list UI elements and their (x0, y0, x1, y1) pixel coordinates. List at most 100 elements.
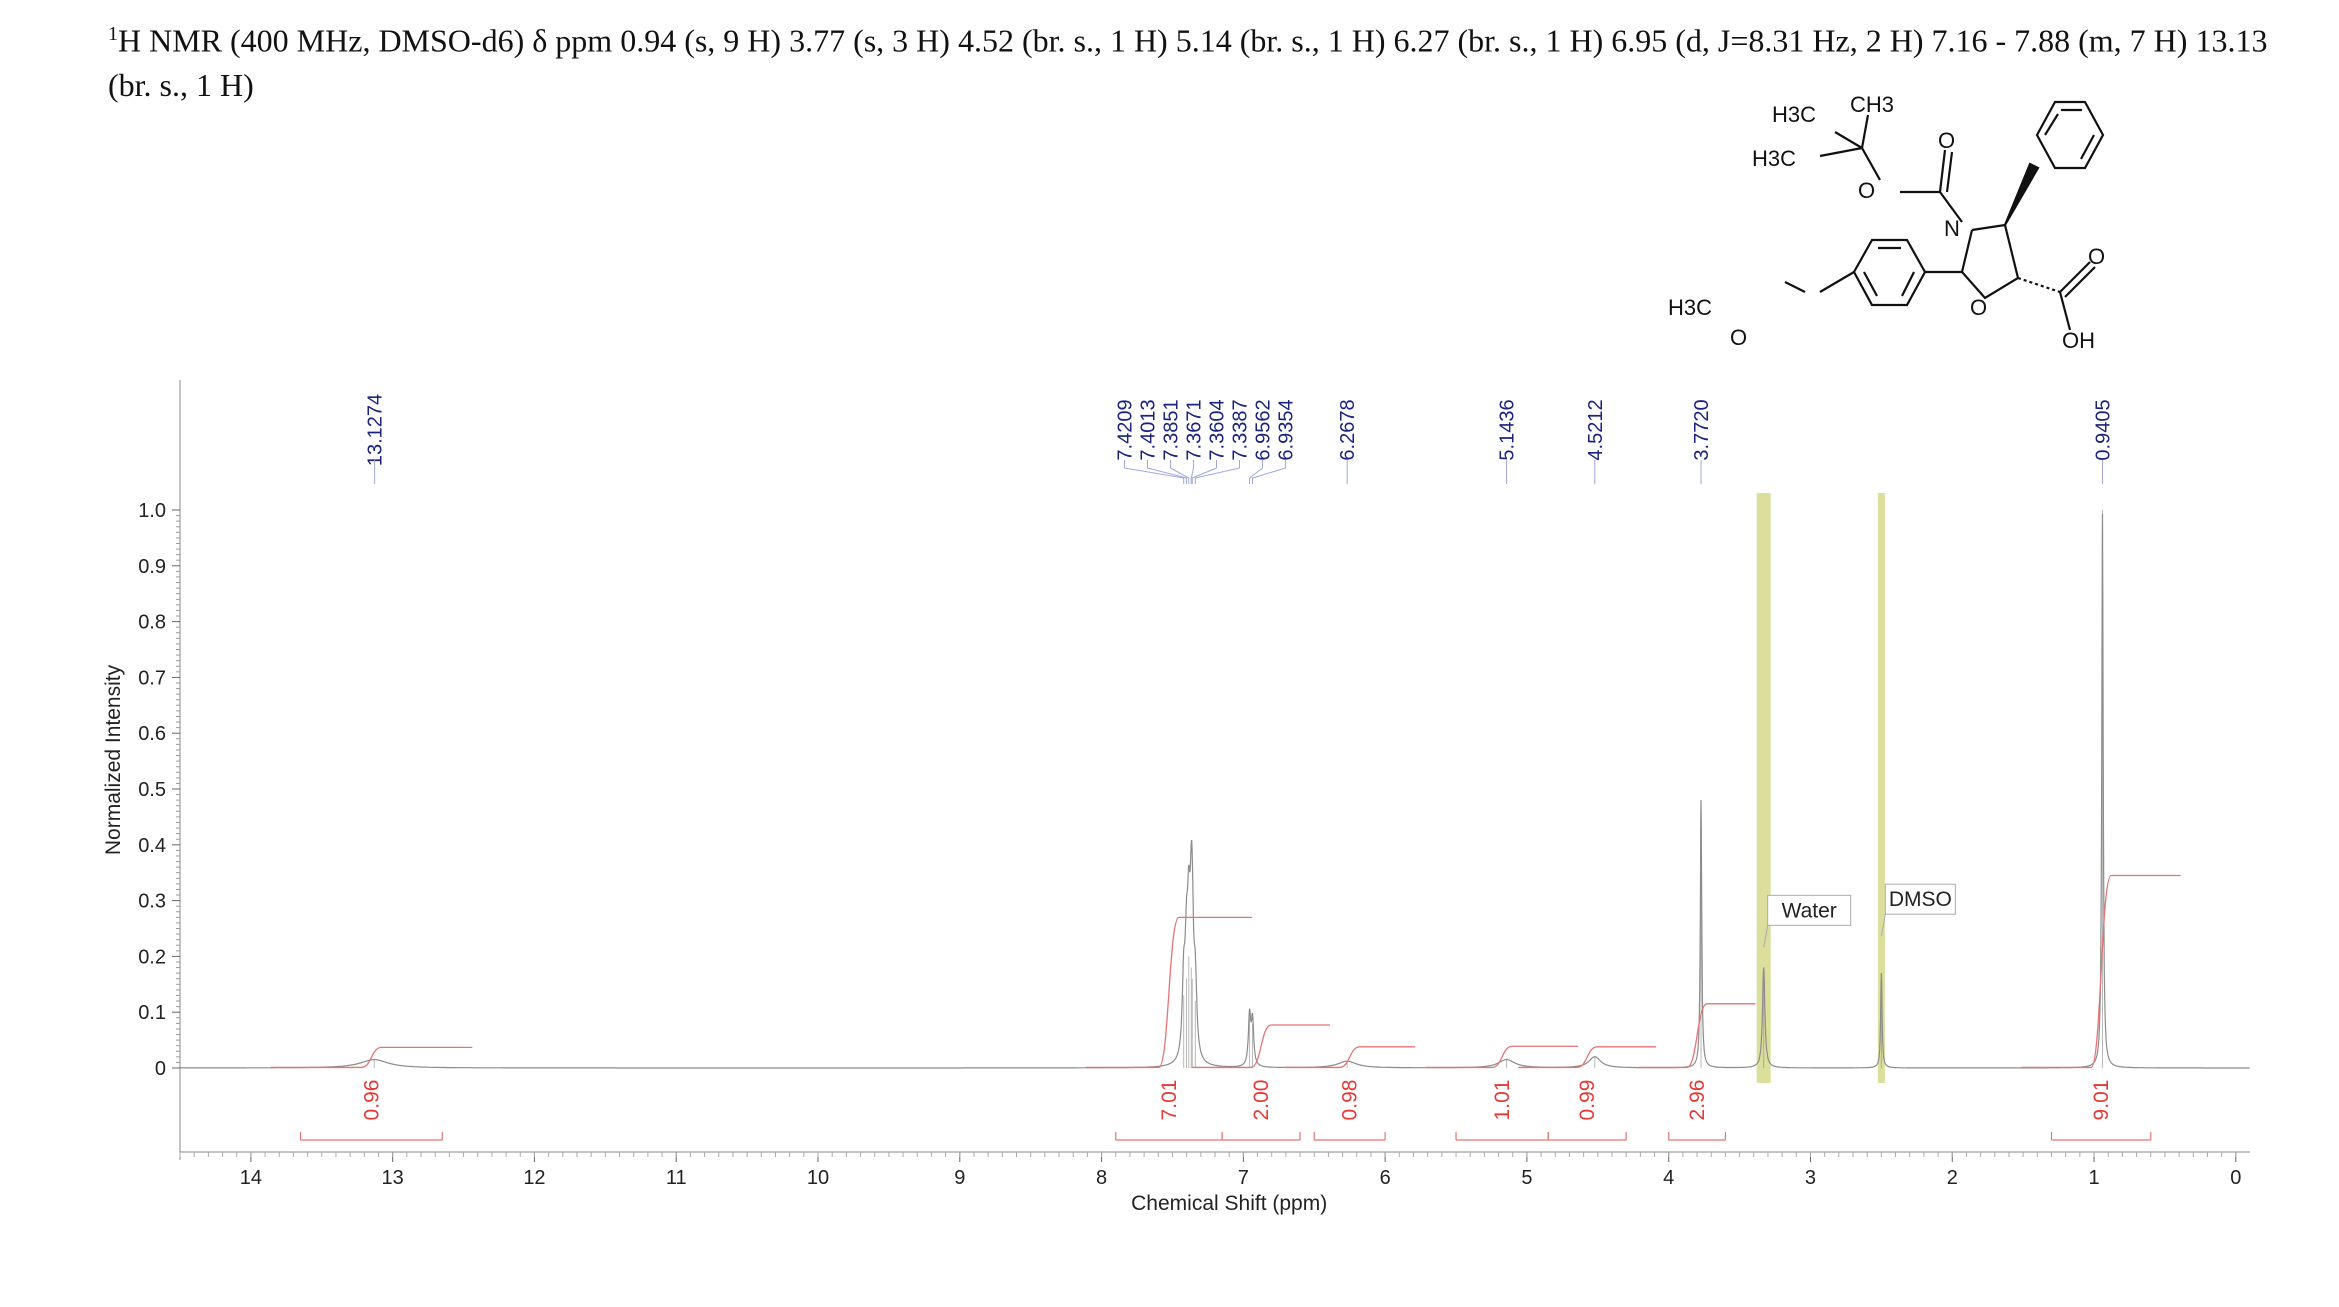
methyl-c-label: H3C (1752, 146, 1796, 171)
solvent-annotation-leader-1 (1880, 914, 1886, 937)
methyl-b-label: CH3 (1850, 92, 1894, 117)
peak-leader-3 (1169, 460, 1190, 484)
integral-curve-4 (1426, 1045, 1579, 1069)
peak-shift-label-3: 7.3851 (1160, 399, 1182, 460)
x-tick-label: 0 (2230, 1167, 2241, 1189)
integral-value-7: 9.01 (2090, 1080, 2113, 1121)
peak-shift-label-10: 5.1436 (1497, 399, 1519, 460)
y-tick-label: 0.3 (138, 891, 166, 913)
solvent-annotation-label-0: Water (1782, 899, 1837, 922)
phenyl-ring (2035, 100, 2105, 170)
x-tick-label: 1 (2088, 1167, 2099, 1189)
x-tick-label: 12 (523, 1167, 545, 1189)
x-tick-label: 8 (1096, 1167, 1107, 1189)
x-tick-label: 5 (1521, 1167, 1532, 1189)
methoxyphenyl-double-b (1863, 271, 1878, 297)
peak-shift-label-0: 13.1274 (365, 394, 387, 466)
methoxy-me-bond (1784, 281, 1806, 293)
x-tick-label: 10 (807, 1167, 829, 1189)
y-tick-label: 0.4 (138, 835, 166, 857)
peak-leader-5 (1191, 460, 1217, 484)
carbonyl-double (1938, 149, 1947, 193)
integral-value-6: 2.96 (1686, 1080, 1709, 1121)
y-tick-label: 0.1 (138, 1002, 166, 1024)
ring-o-label: O (1970, 295, 1987, 320)
tbu-me-b (1860, 114, 1870, 149)
peak-leader-8 (1252, 460, 1286, 484)
integral-curve-7 (2021, 874, 2181, 1069)
acid-o-label: O (2088, 244, 2105, 269)
peak-shift-label-7: 6.9562 (1252, 399, 1274, 460)
solvent-band-water (1756, 493, 1771, 1083)
methoxy-bond (1819, 271, 1855, 293)
integral-curve-3 (1284, 1046, 1416, 1069)
solvent-band-dmso (1877, 493, 1885, 1083)
x-tick-label: 3 (1805, 1167, 1816, 1189)
solvent-annotation-leader-0 (1763, 925, 1769, 948)
integral-curve-6 (1638, 1003, 1756, 1069)
integral-curve-2 (1192, 1024, 1331, 1069)
peak-shift-label-2: 7.4013 (1137, 399, 1159, 460)
methoxy-me-label: H3C (1668, 295, 1712, 320)
integral-curve-0 (270, 1046, 473, 1069)
methoxyphenyl-double-c (1901, 271, 1915, 297)
x-tick-label: 7 (1238, 1167, 1249, 1189)
methyl-a-label: H3C (1772, 102, 1816, 127)
x-tick-label: 11 (666, 1167, 687, 1189)
acid-bond (2017, 276, 2061, 294)
phenyl-double-bond-c (2044, 113, 2059, 136)
integral-value-2: 2.00 (1250, 1080, 1273, 1121)
x-tick-label: 4 (1663, 1167, 1674, 1189)
peak-shift-label-4: 7.3671 (1183, 399, 1205, 460)
carbonyl-double-2 (1945, 151, 1954, 193)
oh-label: OH (2062, 328, 2095, 353)
peak-leader-6 (1194, 460, 1240, 484)
wedge-bond (2003, 162, 2040, 226)
peak-shift-label-8: 6.9354 (1275, 399, 1297, 460)
solvent-annotation-box-1 (1884, 883, 1956, 915)
solvent-annotation-box-0 (1767, 894, 1852, 926)
peak-shift-label-13: 0.9405 (2092, 399, 2114, 460)
acid-carbonyl-2 (2064, 266, 2096, 298)
x-tick-label: 14 (240, 1167, 262, 1189)
integral-curve-5 (1518, 1046, 1657, 1069)
y-tick-label: 0.6 (138, 723, 166, 745)
solvent-annotation-label-1: DMSO (1889, 888, 1952, 911)
x-tick-label: 13 (382, 1167, 404, 1189)
acid-oh-bond (2058, 291, 2072, 331)
acid-carbonyl (2059, 261, 2091, 293)
integral-curve-1 (1085, 916, 1253, 1069)
peak-leader-7 (1249, 460, 1263, 484)
integral-value-4: 1.01 (1491, 1080, 1514, 1121)
integral-value-0: 0.96 (360, 1080, 383, 1121)
integral-value-5: 0.99 (1576, 1080, 1599, 1121)
n-carbonyl-bond (1939, 191, 1963, 223)
molecule-structure (1784, 100, 2105, 331)
oxazolidine-ring (1960, 223, 2020, 300)
x-tick-label: 6 (1380, 1167, 1391, 1189)
peak-shift-label-12: 3.7720 (1691, 399, 1713, 460)
peak-leader-4 (1190, 460, 1194, 484)
methoxy-o-label: O (1730, 325, 1747, 350)
spectrum-trace (180, 513, 2250, 1069)
y-tick-label: 0.9 (138, 556, 166, 578)
tbu-me-c (1819, 146, 1863, 158)
ester-o-label: O (1858, 178, 1875, 203)
nmr-description-text: H NMR (400 MHz, DMSO-d6) δ ppm 0.94 (s, … (108, 22, 2268, 103)
nmr-description: 1H NMR (400 MHz, DMSO-d6) δ ppm 0.94 (s,… (108, 12, 2308, 107)
y-tick-label: 1.0 (138, 500, 166, 522)
nucleus-superscript: 1 (108, 23, 118, 45)
x-tick-label: 9 (954, 1167, 965, 1189)
peak-shift-label-5: 7.3604 (1206, 399, 1228, 460)
peak-shift-label-11: 4.5212 (1585, 399, 1607, 460)
peak-leader-1 (1124, 460, 1185, 484)
peak-shift-label-9: 6.2678 (1337, 399, 1359, 460)
tbu-bond (1861, 147, 1881, 181)
molecule-labels: H3C CH3 H3C O O N O O OH O H3C (1668, 92, 2105, 353)
peak-shift-label-1: 7.4209 (1115, 399, 1137, 460)
x-tick-label: 2 (1947, 1167, 1958, 1189)
peak-shift-label-6: 7.3387 (1229, 399, 1251, 460)
y-axis-label: Normalized Intensity (102, 664, 125, 855)
